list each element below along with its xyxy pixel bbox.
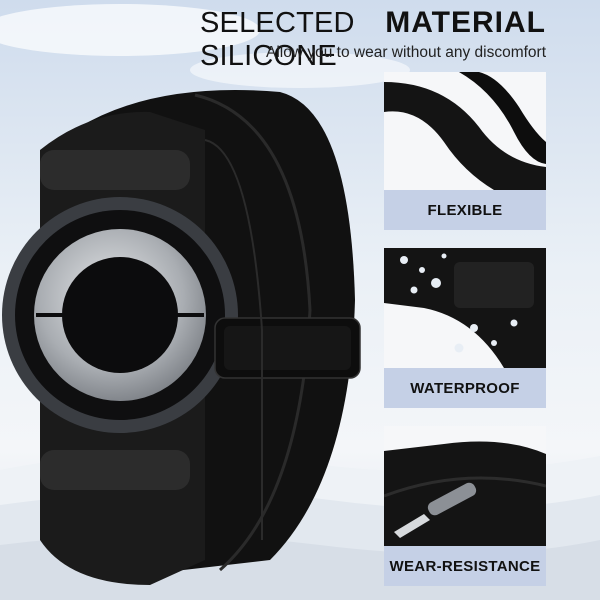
headline: SELECTED SILICONE MATERIAL [200,6,546,72]
water-droplets-image [384,248,546,368]
watch-band-image [2,90,361,586]
headline-light: SELECTED SILICONE [200,7,355,72]
knife-scratch-image [384,426,546,546]
flexible-band-image [384,72,546,190]
headline-bold: MATERIAL [385,6,546,39]
subheadline: Allow you to wear without any discomfort [266,44,546,61]
feature-card-waterproof: WATERPROOF [384,248,546,408]
feature-label-waterproof: WATERPROOF [384,368,546,408]
feature-card-flexible: FLEXIBLE [384,72,546,230]
feature-label-flexible: FLEXIBLE [384,190,546,230]
feature-label-wear-resistance: WEAR-RESISTANCE [384,546,546,586]
feature-card-wear-resistance: WEAR-RESISTANCE [384,426,546,586]
